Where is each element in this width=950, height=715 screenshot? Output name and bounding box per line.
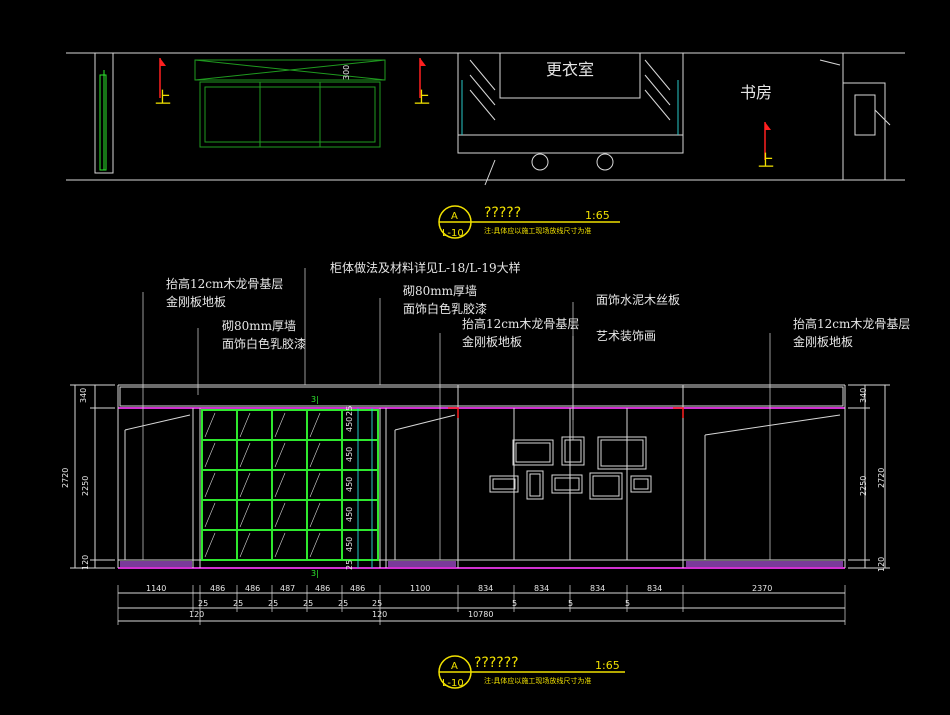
annotations: 柜体做法及材料详见L-18/L-19大样 抬高12cm木龙骨基层 金刚板地板 砌… (166, 260, 910, 351)
svg-text:450: 450 (345, 537, 354, 552)
svg-text:5: 5 (512, 599, 517, 608)
svg-text:120: 120 (372, 610, 387, 619)
vertical-dims-right: 340 2720 2250 120 (848, 384, 890, 572)
svg-text:486: 486 (210, 584, 225, 593)
elevation-view: 3| 3| (117, 268, 846, 578)
svg-text:金刚板地板: 金刚板地板 (462, 334, 522, 349)
svg-text:450: 450 (345, 507, 354, 522)
svg-text:艺术装饰画: 艺术装饰画 (596, 329, 656, 343)
title-scale: 1:65 (595, 659, 620, 672)
svg-text:340: 340 (79, 388, 88, 403)
svg-text:340: 340 (859, 388, 868, 403)
svg-text:面饰白色乳胶漆: 面饰白色乳胶漆 (222, 336, 306, 351)
svg-text:486: 486 (350, 584, 365, 593)
floor-plan: 上 上 上 300 更衣室 书房 (66, 52, 905, 186)
svg-text:L-10: L-10 (442, 228, 464, 239)
marker-bottom: 3| (311, 569, 319, 578)
svg-text:面饰白色乳胶漆: 面饰白色乳胶漆 (403, 301, 487, 316)
svg-text:450: 450 (345, 447, 354, 462)
drawing-title-2: A L-10 ?????? 1:65 注:具体应以施工现场放线尺寸为准 (438, 655, 625, 689)
floor-hatch (120, 561, 843, 567)
svg-text:120: 120 (81, 555, 90, 570)
svg-text:面饰水泥木丝板: 面饰水泥木丝板 (596, 293, 680, 307)
svg-text:25: 25 (345, 406, 354, 416)
svg-text:450: 450 (345, 477, 354, 492)
bookshelf-grid (201, 408, 379, 568)
svg-text:金刚板地板: 金刚板地板 (166, 294, 226, 309)
svg-text:120: 120 (877, 557, 886, 572)
svg-text:抬高12cm木龙骨基层: 抬高12cm木龙骨基层 (462, 316, 579, 331)
svg-text:2720: 2720 (877, 468, 886, 488)
title-name: ????? (484, 205, 521, 221)
svg-text:砌80mm厚墙: 砌80mm厚墙 (403, 284, 477, 298)
up-arrow-icon (159, 58, 166, 98)
svg-text:450: 450 (345, 417, 354, 432)
svg-text:25: 25 (345, 560, 354, 570)
up-label: 上 (155, 88, 171, 107)
title-name: ?????? (474, 655, 519, 671)
room-label-dressing: 更衣室 (546, 60, 594, 79)
svg-text:25: 25 (268, 599, 278, 608)
up-label: 上 (758, 151, 774, 170)
art-frames (489, 436, 652, 500)
room-label-study: 书房 (740, 83, 772, 102)
svg-text:1100: 1100 (410, 584, 430, 593)
svg-text:L-10: L-10 (442, 678, 464, 689)
up-label: 上 (414, 88, 430, 107)
svg-text:25: 25 (233, 599, 243, 608)
svg-text:486: 486 (315, 584, 330, 593)
svg-text:120: 120 (189, 610, 204, 619)
svg-text:柜体做法及材料详见L-18/L-19大样: 柜体做法及材料详见L-18/L-19大样 (330, 260, 521, 275)
svg-text:10780: 10780 (468, 610, 493, 619)
plan-dim-300: 300 (342, 65, 351, 80)
vertical-dims-left: 340 2720 2250 120 (61, 384, 115, 570)
svg-text:抬高12cm木龙骨基层: 抬高12cm木龙骨基层 (166, 276, 283, 291)
svg-text:2720: 2720 (61, 468, 70, 488)
title-scale: 1:65 (585, 209, 610, 222)
svg-text:金刚板地板: 金刚板地板 (793, 334, 853, 349)
svg-text:834: 834 (647, 584, 662, 593)
title-note: 注:具体应以施工现场放线尺寸为准 (484, 676, 591, 685)
horizontal-dims: 1140 486 486 487 486 486 1100 834 834 83… (117, 584, 846, 625)
title-note: 注:具体应以施工现场放线尺寸为准 (484, 226, 591, 235)
svg-text:25: 25 (372, 599, 382, 608)
svg-text:A: A (451, 211, 458, 222)
leader-lines (142, 268, 771, 560)
marker-top: 3| (311, 395, 319, 404)
svg-text:25: 25 (303, 599, 313, 608)
up-arrow-icon (419, 58, 426, 98)
svg-text:2250: 2250 (81, 476, 90, 496)
svg-text:486: 486 (245, 584, 260, 593)
svg-text:25: 25 (198, 599, 208, 608)
svg-text:5: 5 (625, 599, 630, 608)
svg-text:834: 834 (534, 584, 549, 593)
svg-text:5: 5 (568, 599, 573, 608)
svg-text:25: 25 (338, 599, 348, 608)
drawing-title-1: A L-10 ????? 1:65 注:具体应以施工现场放线尺寸为准 (438, 205, 620, 239)
shelf-vertical-dims: 25 450 450 450 450 450 25 (345, 406, 354, 570)
svg-text:834: 834 (478, 584, 493, 593)
up-arrow-icon (764, 122, 771, 160)
svg-text:2250: 2250 (859, 476, 868, 496)
svg-text:A: A (451, 661, 458, 672)
svg-text:砌80mm厚墙: 砌80mm厚墙 (222, 319, 296, 333)
svg-text:834: 834 (590, 584, 605, 593)
svg-text:2370: 2370 (752, 584, 772, 593)
svg-text:487: 487 (280, 584, 295, 593)
svg-text:1140: 1140 (146, 584, 166, 593)
svg-text:抬高12cm木龙骨基层: 抬高12cm木龙骨基层 (793, 316, 910, 331)
